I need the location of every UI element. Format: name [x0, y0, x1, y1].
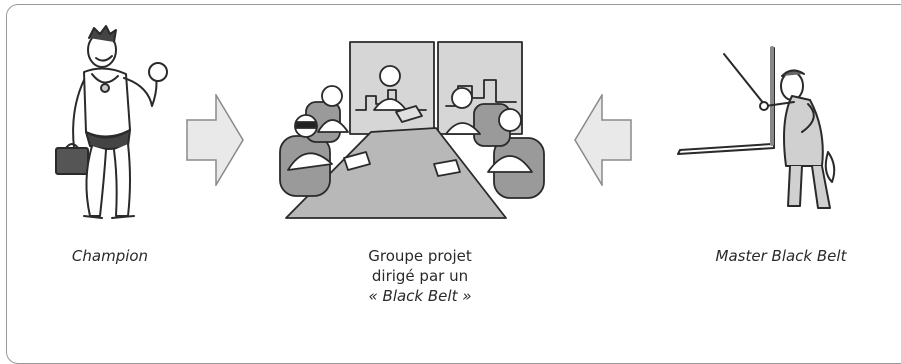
arrow-champion-to-group: [186, 92, 244, 190]
meeting-illustration: [266, 40, 556, 220]
meeting-table-icon: [279, 41, 545, 219]
group-caption-line-1: Groupe projet: [368, 247, 472, 265]
champion-illustration: [52, 20, 182, 230]
master-black-belt-caption: Master Black Belt: [715, 247, 847, 265]
arrow-left-icon: [574, 92, 632, 188]
arrow-right-icon: [186, 92, 244, 188]
champion-caption: Champion: [71, 247, 149, 265]
arrow-master-to-group: [574, 92, 632, 190]
project-group-caption: Groupe projet dirigé par un « Black Belt…: [300, 246, 540, 306]
presenter-whiteboard-icon: [677, 46, 836, 209]
master-black-belt-illustration: [672, 40, 872, 220]
group-caption-line-3: « Black Belt »: [368, 287, 472, 305]
group-caption-line-2: dirigé par un: [371, 267, 469, 285]
bodybuilder-champion-icon: [55, 25, 168, 219]
